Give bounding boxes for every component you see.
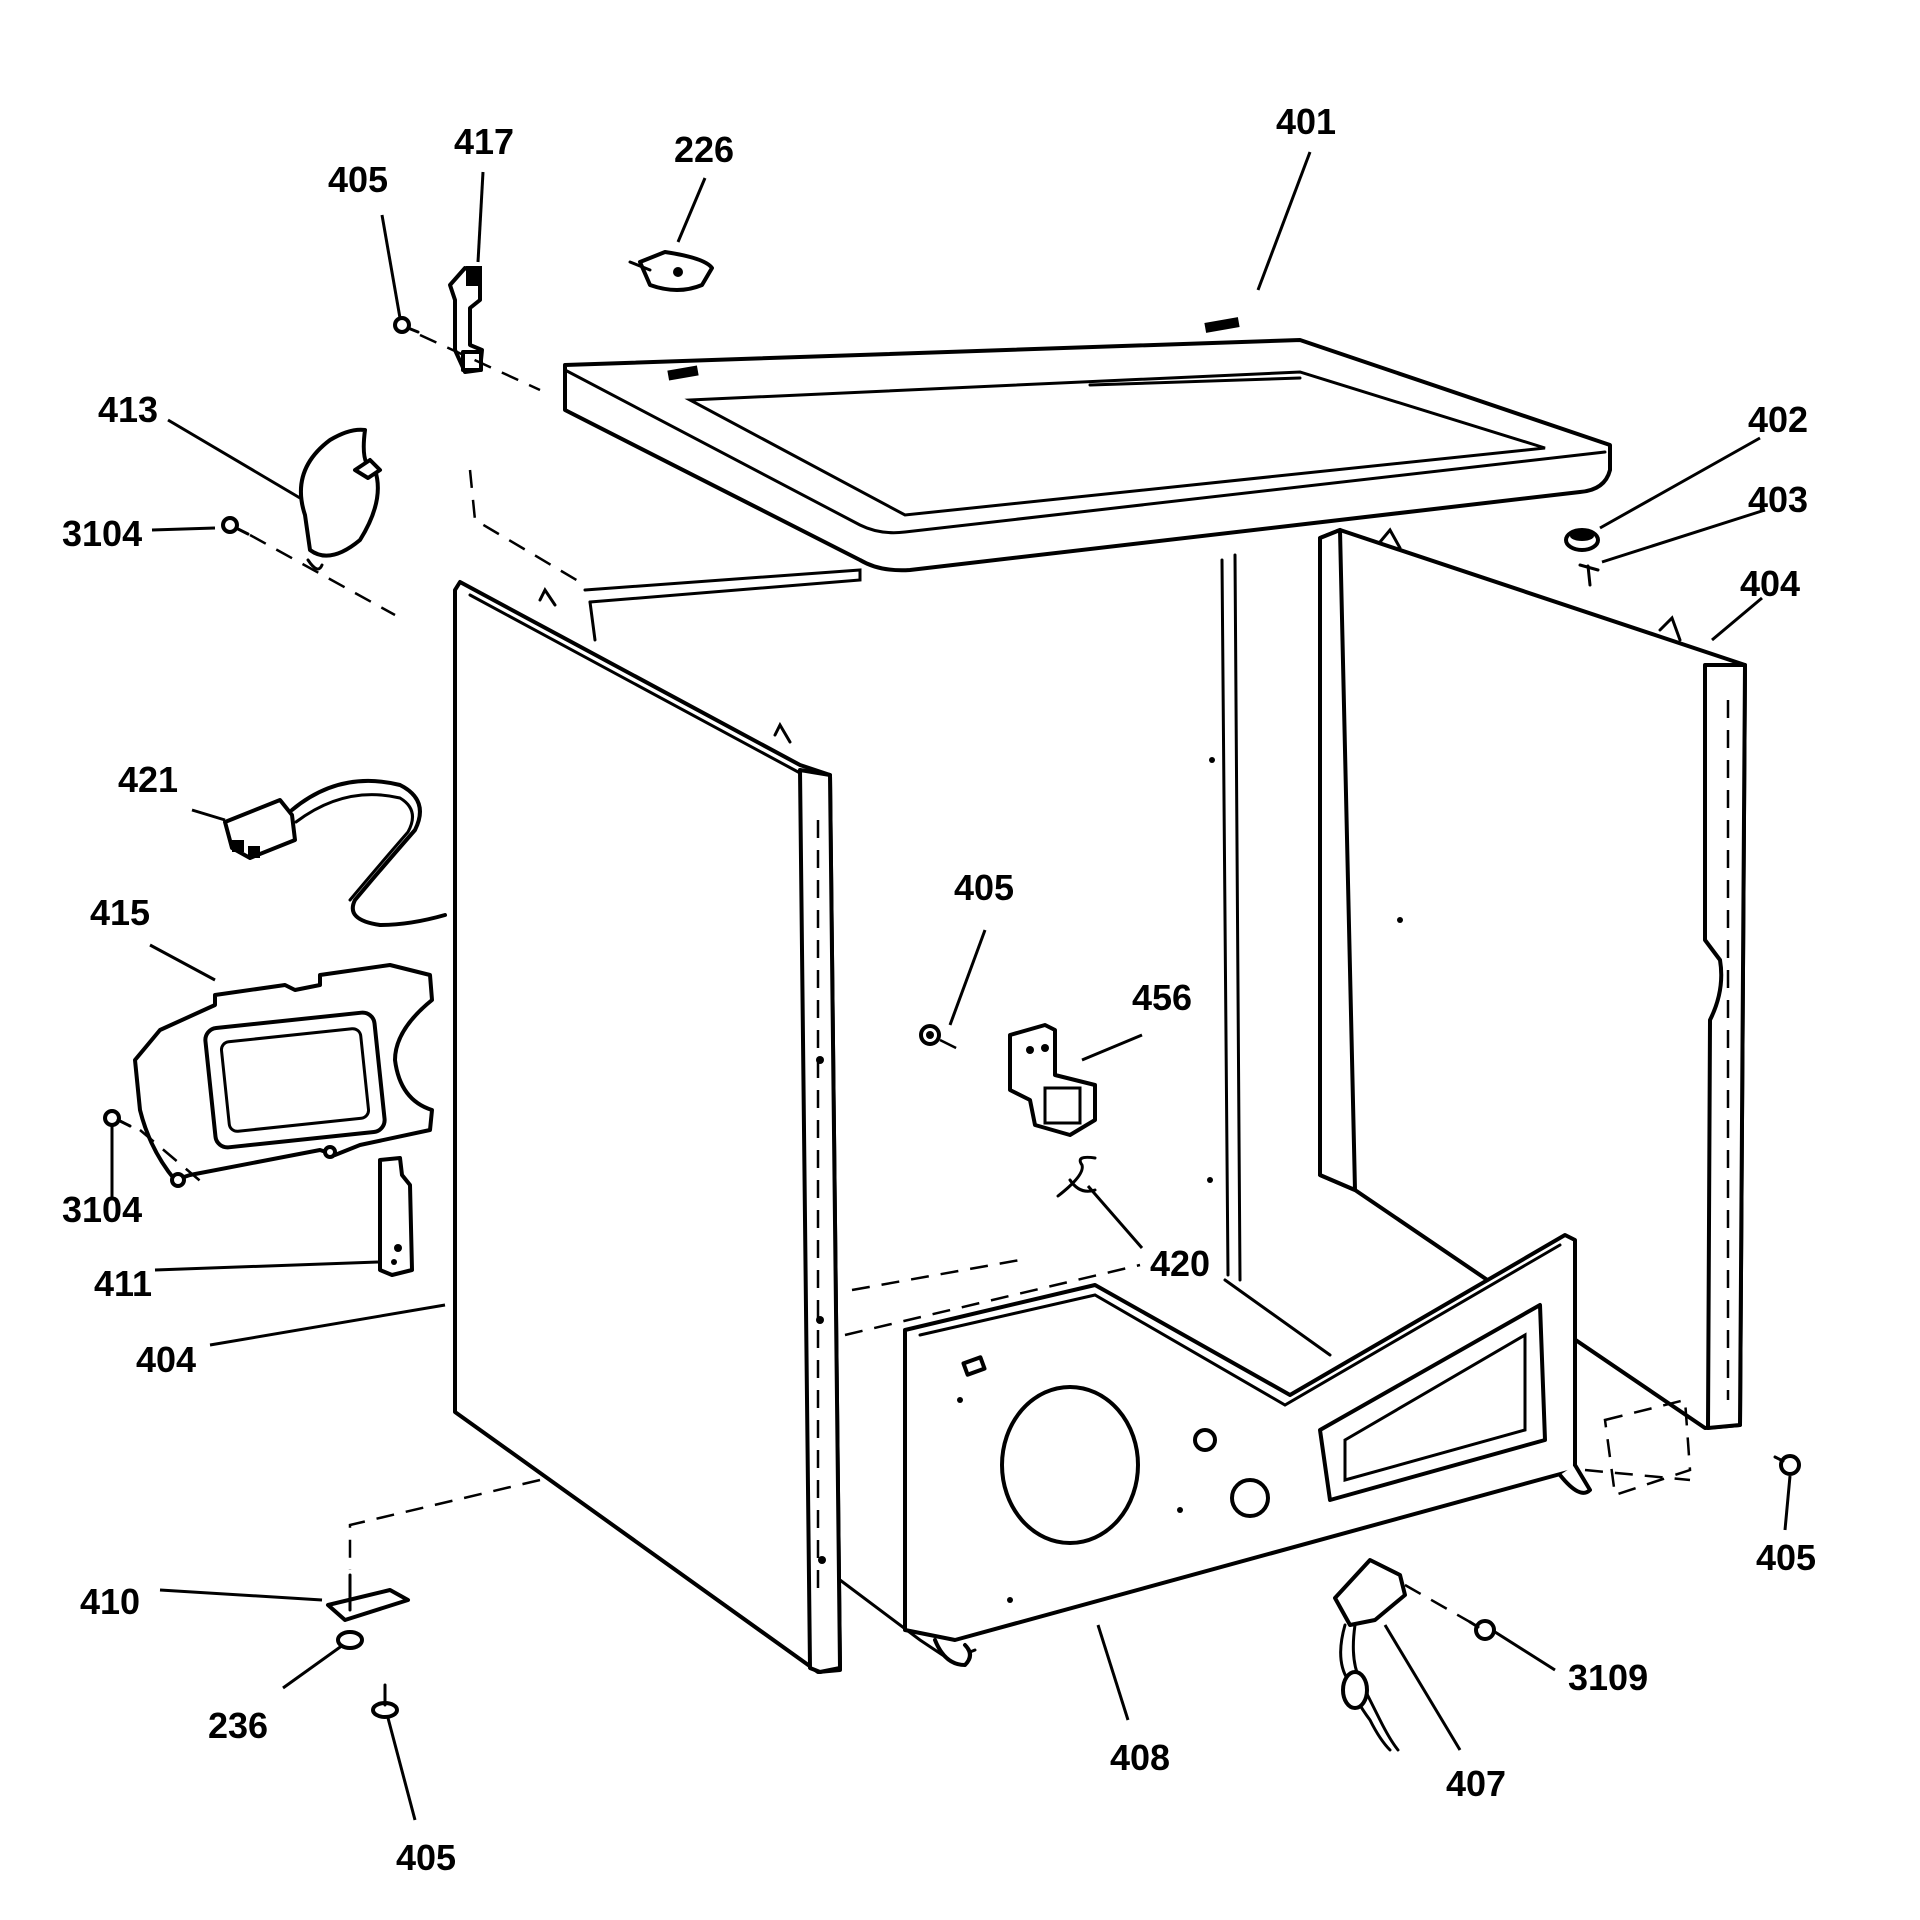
label-407: 407 bbox=[1446, 1763, 1506, 1804]
part-405-screw-c bbox=[371, 1683, 399, 1719]
label-3104: 3104 bbox=[62, 1189, 142, 1230]
part-417-bracket bbox=[448, 266, 484, 374]
rear-frame bbox=[583, 553, 1332, 1357]
part-456-bracket bbox=[1008, 1023, 1097, 1137]
right-side-panel-404 bbox=[1318, 527, 1747, 1430]
label-236: 236 bbox=[208, 1705, 268, 1746]
label-410: 410 bbox=[80, 1581, 140, 1622]
part-407-switch bbox=[1333, 1558, 1407, 1752]
part-226-clip bbox=[628, 250, 714, 292]
label-456: 456 bbox=[1132, 977, 1192, 1018]
label-404: 404 bbox=[136, 1339, 196, 1380]
label-405: 405 bbox=[328, 159, 388, 200]
assembly-dash-lines bbox=[139, 333, 1692, 1624]
part-3109-screw bbox=[1468, 1619, 1496, 1641]
part-405-screw-b bbox=[919, 1024, 941, 1046]
label-415: 415 bbox=[90, 892, 150, 933]
part-413-cover bbox=[298, 427, 382, 571]
label-405: 405 bbox=[1756, 1537, 1816, 1578]
part-415-access-panel bbox=[133, 963, 434, 1188]
label-408: 408 bbox=[1110, 1737, 1170, 1778]
leader-lines bbox=[110, 151, 1792, 1821]
label-402: 402 bbox=[1748, 399, 1808, 440]
label-421: 421 bbox=[118, 759, 178, 800]
part-402-plug bbox=[1564, 528, 1600, 552]
label-404: 404 bbox=[1740, 563, 1800, 604]
label-405: 405 bbox=[954, 867, 1014, 908]
part-410-plate bbox=[326, 1573, 410, 1622]
label-403: 403 bbox=[1748, 479, 1808, 520]
part-3104-screw-a bbox=[221, 516, 250, 536]
label-417: 417 bbox=[454, 121, 514, 162]
label-413: 413 bbox=[98, 389, 158, 430]
label-420: 420 bbox=[1150, 1243, 1210, 1284]
part-236-foot bbox=[336, 1630, 364, 1650]
part-403-screw bbox=[1578, 563, 1600, 587]
top-panel-401 bbox=[563, 317, 1612, 573]
left-side-panel-404 bbox=[453, 580, 842, 1674]
part-421-power-cord bbox=[223, 778, 447, 927]
label-3109: 3109 bbox=[1568, 1657, 1648, 1698]
label-405: 405 bbox=[396, 1837, 456, 1878]
callout-labels: 401 226 417 405 413 3104 402 403 404 421… bbox=[62, 101, 1816, 1878]
part-411-bracket bbox=[378, 1156, 414, 1277]
label-411: 411 bbox=[94, 1263, 152, 1304]
part-3104-screw-b bbox=[103, 1109, 132, 1128]
front-bulkhead-408 bbox=[838, 1233, 1592, 1667]
label-401: 401 bbox=[1276, 101, 1336, 142]
label-3104: 3104 bbox=[62, 513, 142, 554]
part-405-screw-d bbox=[1773, 1454, 1801, 1476]
part-420-clip bbox=[1056, 1155, 1097, 1198]
part-405-screw-a bbox=[393, 316, 420, 334]
label-226: 226 bbox=[674, 129, 734, 170]
